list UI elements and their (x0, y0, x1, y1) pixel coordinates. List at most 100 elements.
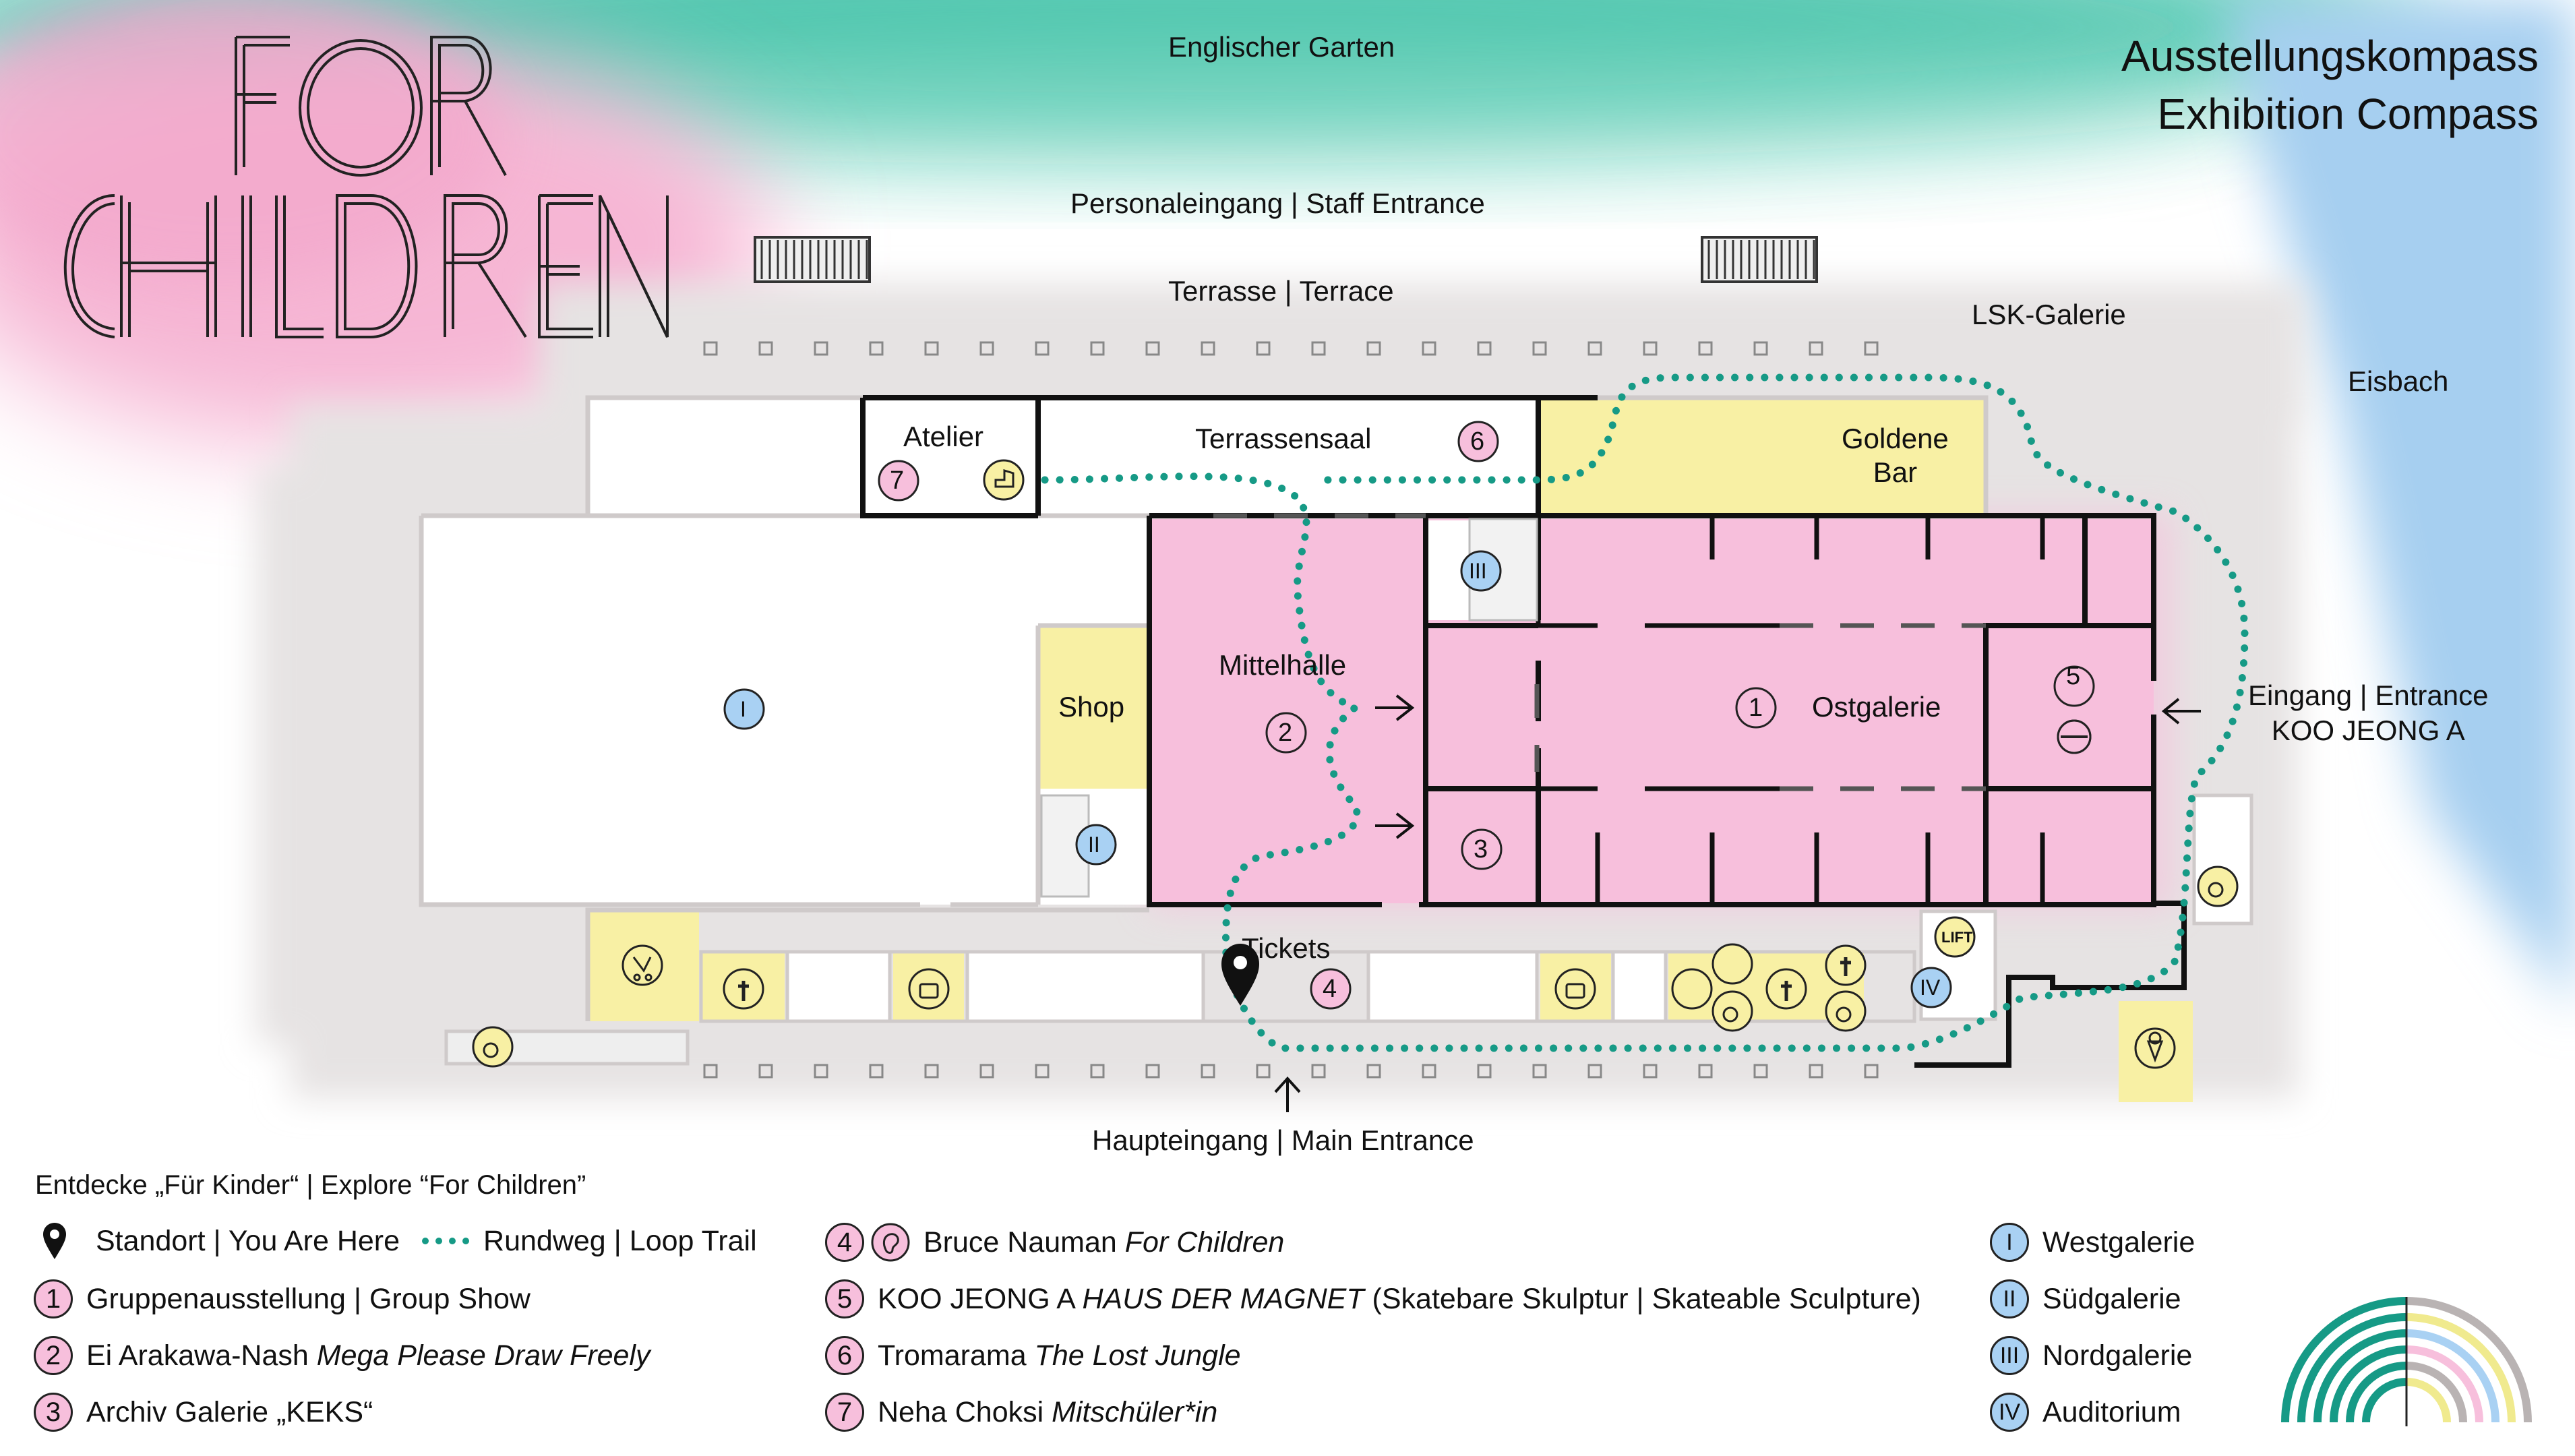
for-children-logo (63, 36, 669, 338)
locker-icon (1554, 968, 1596, 1010)
marker-IV-label: IV (1920, 975, 1941, 1000)
legend-num-3: 3 (34, 1393, 73, 1432)
terrace-dot (758, 341, 773, 356)
terrace-dot (869, 341, 884, 356)
room-tickets: Tickets (1242, 932, 1331, 964)
terrace-dot (1643, 341, 1658, 356)
label-terrace: Terrasse | Terrace (1168, 275, 1394, 307)
marker-4 (1310, 968, 1352, 1010)
terrace-dot (924, 1064, 939, 1079)
room-atelier: Atelier (903, 421, 984, 452)
legend-num-7: 7 (825, 1393, 864, 1432)
terrace-dot (1864, 1064, 1879, 1079)
legend-num-6: 6 (825, 1336, 864, 1375)
legend-num-4: 4 (825, 1223, 864, 1262)
legend-text-6: Tromarama (878, 1339, 1035, 1372)
loop-trail (1041, 373, 2249, 1052)
marker-6 (1457, 421, 1499, 462)
label-entrance-east: Eingang | Entrance KOO JEONG A (2248, 678, 2489, 748)
goldene-bar-line-1: Goldene (1842, 423, 1949, 454)
river-wash (2224, 0, 2575, 1011)
you-are-here-pin (1221, 944, 1259, 1006)
title-en: Exhibition Compass (2157, 90, 2539, 138)
marker-I (723, 688, 765, 730)
legend-item-3: 3 Archiv Galerie „KEKS“ (34, 1393, 373, 1432)
baby-changing-icon (1711, 943, 1753, 985)
service-icon-glyphs (483, 468, 2224, 1063)
legend-italic-7: Mitschüler*in (1052, 1396, 1218, 1428)
marker-7-label: 7 (890, 466, 905, 495)
all-gender-toilet-icon (1671, 968, 1713, 1010)
stroller-icon (622, 944, 663, 986)
terrace-dot (1753, 1064, 1768, 1079)
marker-III-label: III (1469, 559, 1487, 583)
marker-IV (1910, 967, 1952, 1008)
label-englischer-garten: Englischer Garten (1168, 31, 1395, 63)
location-pin-icon (43, 1223, 66, 1259)
room-shop: Shop (1058, 691, 1125, 723)
legend-room-text-II: Südgalerie (2042, 1283, 2181, 1315)
legend-item-2: 2 Ei Arakawa-Nash Mega Please Draw Freel… (34, 1336, 650, 1375)
ice-cream-icon (2134, 1027, 2176, 1069)
legend-rundweg: Rundweg | Loop Trail (483, 1225, 757, 1257)
marker-6-label: 6 (1470, 427, 1485, 456)
terrace-dot (1201, 341, 1215, 356)
legend-room-text-III: Nordgalerie (2042, 1339, 2193, 1372)
marker-2-label: 2 (1278, 719, 1293, 747)
marker-1 (1735, 687, 1777, 729)
marker-2 (1265, 712, 1307, 754)
marker-5-label: 5 (2066, 662, 2081, 690)
exhibit-markers (723, 421, 2095, 1010)
terrace-dot (703, 341, 718, 356)
legend-item-7: 7 Neha Choksi Mitschüler*in (825, 1393, 1217, 1432)
entrance-dots (703, 1064, 1879, 1079)
goldene-bar-area (1538, 398, 1986, 514)
terrace-dot (1311, 341, 1326, 356)
marker-1-label: 1 (1749, 694, 1763, 722)
terrace-dot (1035, 341, 1050, 356)
terrace-dot (1809, 341, 1823, 356)
legend-heading: Entdecke „Für Kinder“ | Explore “For Chi… (35, 1170, 586, 1200)
terrace-dot (1201, 1064, 1215, 1079)
terrace-dot (1477, 341, 1492, 356)
arrow-to-ostgalerie (1375, 694, 1415, 721)
marker-I-label: I (740, 697, 746, 721)
skateboard-icon (2057, 719, 2092, 754)
entrance-line-2: KOO JEONG A (2271, 715, 2465, 746)
terrace-dot (1587, 341, 1602, 356)
legend-text-5: KOO JEONG A (878, 1283, 1083, 1315)
label-lsk-galerie: LSK-Galerie (1972, 299, 2126, 330)
marker-5 (2053, 665, 2095, 707)
locker-icon (908, 968, 950, 1010)
terrace-dot (1698, 1064, 1713, 1079)
terrace-dot (1311, 1064, 1326, 1079)
legend-text-1: Gruppenausstellung | Group Show (86, 1283, 531, 1315)
legend-italic-4: For Children (1124, 1226, 1285, 1258)
legend-room-IV: IV Auditorium (1990, 1393, 2181, 1432)
legend-room-num-III: III (1990, 1336, 2029, 1375)
title-de: Ausstellungskompass (2121, 32, 2539, 80)
walls-secondary (419, 395, 1989, 1021)
terrace-dot (979, 341, 994, 356)
goldene-bar-line-2: Bar (1873, 456, 1918, 488)
terrace-dot (1643, 1064, 1658, 1079)
ear-icon (871, 1223, 910, 1262)
terrace-dot (758, 1064, 773, 1079)
terrace-dot (814, 1064, 828, 1079)
legend-italic-5: HAUS DER MAGNET (1082, 1283, 1364, 1315)
direction-arrows (1274, 694, 2201, 1112)
legend-text-2: Ei Arakawa-Nash (86, 1339, 317, 1372)
terrace-dot (1145, 341, 1160, 356)
legend-room-text-IV: Auditorium (2042, 1396, 2181, 1428)
terrace-dot (814, 341, 828, 356)
lift-icon (1934, 916, 1976, 958)
arrow-entrance-east (2161, 698, 2201, 725)
legend-room-I: I Westgalerie (1990, 1223, 2195, 1262)
legend-room-num-II: II (1990, 1279, 2029, 1318)
legend-room-text-I: Westgalerie (2042, 1226, 2195, 1258)
terrace-dot (1587, 1064, 1602, 1079)
terrace-dot (1477, 1064, 1492, 1079)
compass-logo (2281, 1297, 2532, 1426)
label-main-entrance: Haupteingang | Main Entrance (1092, 1124, 1474, 1156)
